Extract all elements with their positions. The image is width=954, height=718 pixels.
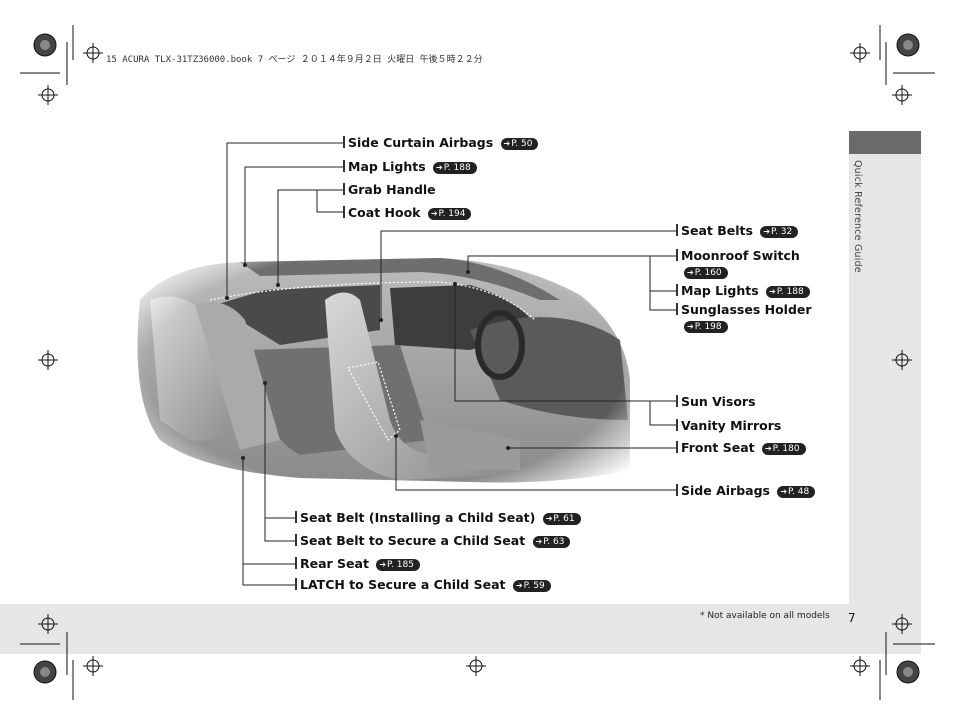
page-ref-badge[interactable]: ➔P. 48 — [777, 486, 816, 498]
label-sunglasses-holder: Sunglasses Holder ➔P. 198 — [676, 302, 812, 334]
arrow-right-icon: ➔ — [764, 444, 772, 453]
label-grab-handle: Grab Handle — [343, 182, 436, 198]
section-label: Quick Reference Guide — [852, 160, 863, 273]
page-ref-badge[interactable]: ➔P. 188 — [766, 286, 810, 298]
arrow-right-icon: ➔ — [687, 322, 694, 331]
arrow-right-icon: ➔ — [515, 581, 523, 590]
arrow-right-icon: ➔ — [430, 209, 438, 218]
arrow-right-icon: ➔ — [687, 268, 694, 277]
arrow-right-icon: ➔ — [769, 287, 776, 296]
label-seat-belt-secure: Seat Belt to Secure a Child Seat ➔P. 63 — [295, 533, 571, 549]
label-map-lights-right: Map Lights ➔P. 188 — [676, 283, 810, 299]
arrow-right-icon: ➔ — [436, 163, 443, 172]
car-body — [120, 240, 650, 500]
page-ref-badge[interactable]: ➔P. 180 — [761, 443, 806, 455]
arrow-right-icon: ➔ — [503, 139, 511, 148]
page-ref-badge[interactable]: ➔P. 61 — [542, 513, 581, 525]
label-rear-seat: Rear Seat ➔P. 185 — [295, 556, 420, 572]
footnote: * Not available on all models — [700, 611, 830, 621]
label-map-lights-top: Map Lights ➔P. 188 — [343, 159, 477, 175]
crosshair-icon — [38, 43, 912, 676]
label-side-airbags: Side Airbags ➔P. 48 — [676, 483, 816, 499]
label-side-curtain-airbags: Side Curtain Airbags ➔P. 50 — [343, 135, 539, 151]
page-ref-badge[interactable]: ➔P. 50 — [500, 138, 539, 150]
label-sun-visors: Sun Visors — [676, 394, 756, 410]
arrow-right-icon: ➔ — [763, 227, 771, 236]
arrow-right-icon: ➔ — [379, 560, 387, 569]
footer-band — [0, 604, 849, 654]
page-number: 7 — [848, 611, 856, 625]
leader-lines — [226, 142, 677, 586]
label-front-seat: Front Seat ➔P. 180 — [676, 440, 806, 456]
page-ref-badge[interactable]: ➔P. 188 — [433, 162, 477, 174]
page-ref-badge[interactable]: ➔P. 160 — [684, 267, 728, 279]
print-header: 15 ACURA TLX-31TZ36000.book 7 ページ ２０１４年９… — [106, 55, 483, 65]
sidebar-panel — [849, 131, 921, 654]
page-ref-badge[interactable]: ➔P. 32 — [760, 226, 799, 238]
page-ref-badge[interactable]: ➔P. 59 — [512, 580, 551, 592]
label-vanity-mirrors: Vanity Mirrors — [676, 418, 781, 434]
arrow-right-icon: ➔ — [780, 487, 788, 496]
label-coat-hook: Coat Hook ➔P. 194 — [343, 205, 472, 221]
label-seat-belt-installing: Seat Belt (Installing a Child Seat) ➔P. … — [295, 510, 581, 526]
crop-marks — [20, 25, 935, 700]
sidebar-tab — [849, 131, 921, 154]
registration-rosette — [33, 33, 920, 684]
leader-dots — [225, 263, 510, 460]
label-latch: LATCH to Secure a Child Seat ➔P. 59 — [295, 577, 551, 593]
label-moonroof-switch: Moonroof Switch ➔P. 160 — [676, 248, 800, 280]
arrow-right-icon: ➔ — [545, 514, 553, 523]
label-seat-belts: Seat Belts ➔P. 32 — [676, 223, 799, 239]
page-ref-badge[interactable]: ➔P. 63 — [532, 536, 571, 548]
page-ref-badge[interactable]: ➔P. 198 — [684, 321, 728, 333]
page-ref-badge[interactable]: ➔P. 185 — [376, 559, 420, 571]
page-ref-badge[interactable]: ➔P. 194 — [427, 208, 472, 220]
arrow-right-icon: ➔ — [535, 537, 543, 546]
